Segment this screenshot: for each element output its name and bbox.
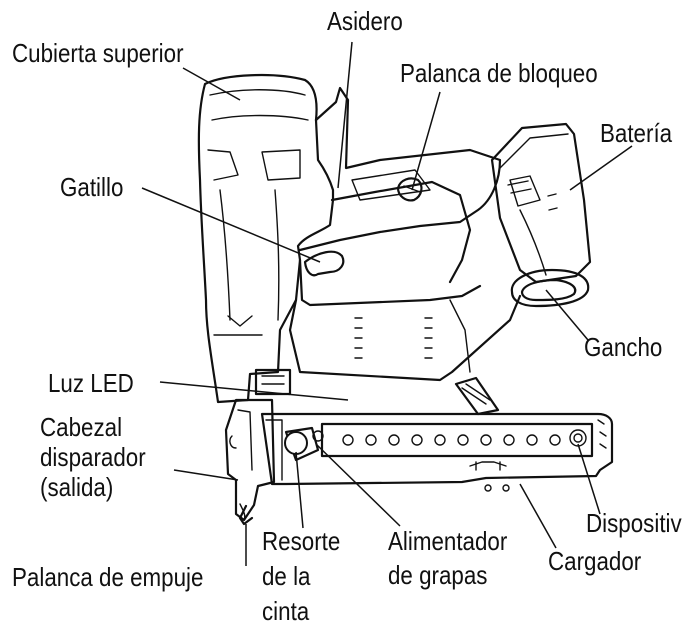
label-staple-feeder: Alimentador de grapas	[388, 524, 507, 592]
label-staple-feeder-line-2: de grapas	[388, 560, 488, 590]
label-device: Dispositiv	[586, 508, 682, 538]
label-driver-head-line-2: disparador	[40, 442, 146, 472]
label-driver-head: Cabezal disparador (salida)	[40, 412, 146, 502]
label-battery: Batería	[600, 118, 673, 148]
label-magazine: Cargador	[548, 546, 642, 576]
stapler-drawing	[197, 74, 614, 526]
label-handle: Asidero	[327, 6, 403, 36]
label-top-cover: Cubierta superior	[12, 38, 184, 68]
leader-lines	[141, 41, 633, 566]
label-hook: Gancho	[584, 332, 663, 362]
label-staple-feeder-line-1: Alimentador	[388, 526, 508, 556]
label-led-light: Luz LED	[48, 368, 134, 398]
label-trigger: Gatillo	[60, 172, 124, 202]
label-lock-lever: Palanca de bloqueo	[400, 58, 598, 88]
label-tape-spring: Resorte de la cinta	[262, 524, 340, 629]
label-driver-head-line-3: (salida)	[40, 472, 114, 502]
label-push-lever: Palanca de empuje	[12, 562, 204, 592]
label-tape-spring-line-1: Resorte	[262, 526, 341, 556]
label-driver-head-line-1: Cabezal	[40, 412, 123, 442]
label-tape-spring-line-3: cinta	[262, 596, 310, 626]
label-tape-spring-line-2: de la	[262, 561, 311, 591]
